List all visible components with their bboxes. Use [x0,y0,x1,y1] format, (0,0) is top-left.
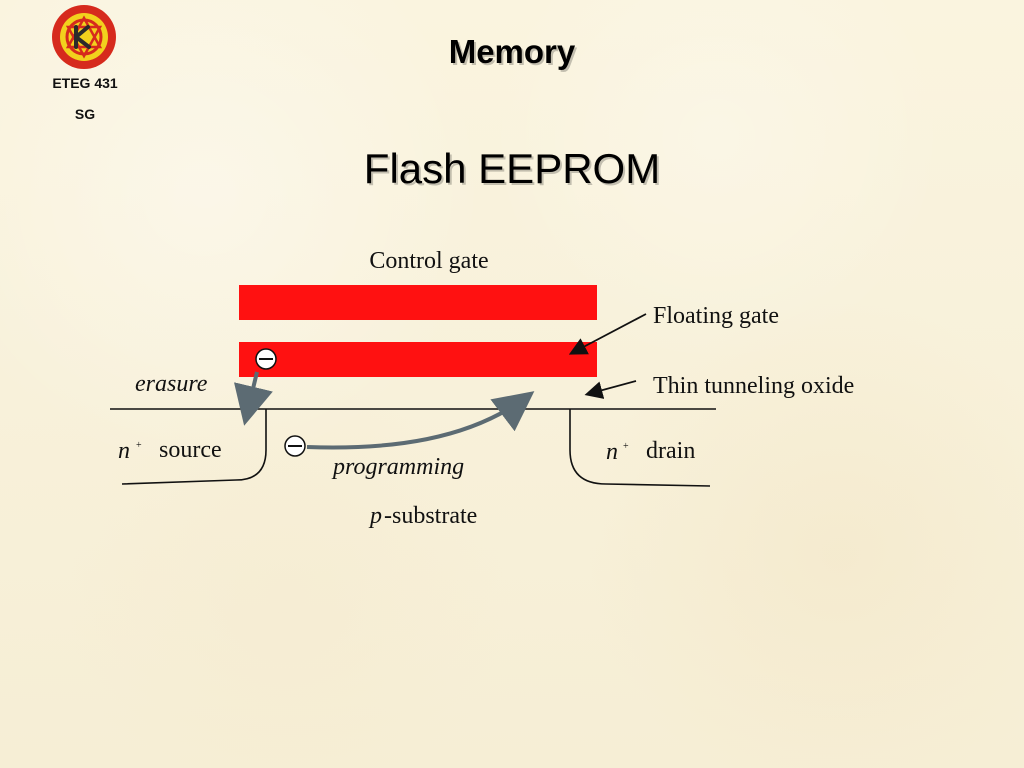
drain-n-superscript: + [623,441,629,452]
course-label: ETEG 431 [52,75,118,91]
drain-label: drain [646,438,695,464]
substrate-label: -substrate [384,503,477,529]
source-label: source [159,437,222,463]
drain-n-label: n [606,439,618,465]
floating-gate-bar [239,342,597,377]
floating-gate-arrow [568,313,647,355]
erasure-label: erasure [135,371,208,397]
logo-letter-icon [74,25,91,49]
course-code: SG [74,106,96,122]
source-well-outline [121,409,267,485]
programming-arrow [306,391,535,450]
substrate-p-label: p [368,503,382,529]
source-n-superscript: + [136,440,142,451]
university-logo [52,5,116,69]
header-title: Memory [448,33,576,70]
control-gate-label: Control gate [369,248,488,274]
drain-well-outline [569,409,711,487]
programming-label: programming [331,454,464,480]
control-gate-bar [239,285,597,320]
slide-title: Flash EEPROM [363,145,661,192]
floating-gate-label: Floating gate [653,303,779,329]
thin-tunneling-oxide-label: Thin tunneling oxide [653,373,854,399]
oxide-arrow [584,380,637,399]
source-n-label: n [118,438,130,464]
erasure-arrow [233,371,273,426]
